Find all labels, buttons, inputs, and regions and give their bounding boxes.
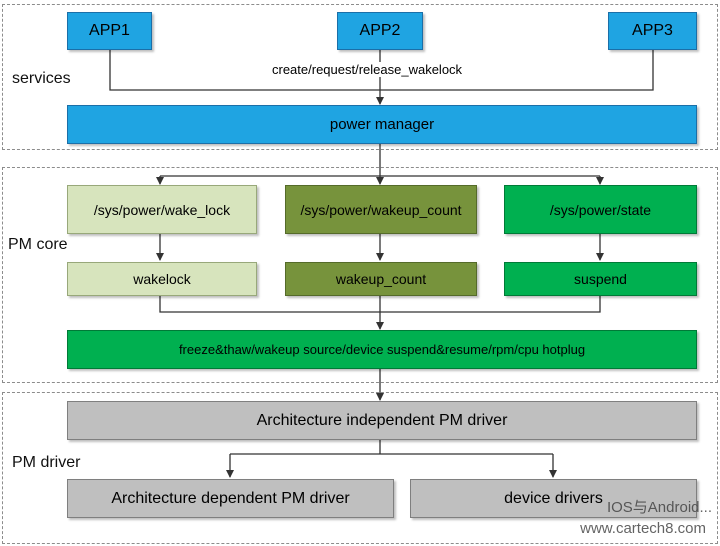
power-manager-box: power manager [67,105,697,144]
pm-core-label: PM core [8,236,68,253]
watermark-channel-text: IOS与Android... [606,499,712,516]
core-functions-bar: freeze&thaw/wakeup source/device suspend… [67,330,697,369]
device-drivers-box: device drivers [410,479,697,518]
arch-independent-driver-box: Architecture independent PM driver [67,401,697,440]
app3-box: APP3 [608,12,697,50]
services-layer [2,4,718,150]
services-label: services [12,70,71,87]
app1-box: APP1 [67,12,152,50]
suspend-module-box: suspend [504,262,697,296]
wakeup-count-module-box: wakeup_count [285,262,477,296]
sysfs-wakeup-count-box: /sys/power/wakeup_count [285,185,477,234]
watermark-url-text: www.cartech8.com [580,520,706,537]
wakelock-api-caption: create/request/release_wakelock [270,62,465,77]
sysfs-wake-lock-box: /sys/power/wake_lock [67,185,257,234]
wakelock-module-box: wakelock [67,262,257,296]
arch-dependent-driver-box: Architecture dependent PM driver [67,479,394,518]
pm-driver-layer [2,392,718,544]
app2-box: APP2 [337,12,423,50]
pm-driver-label: PM driver [12,454,81,471]
pm-core-layer [2,167,718,383]
sysfs-state-box: /sys/power/state [504,185,697,234]
